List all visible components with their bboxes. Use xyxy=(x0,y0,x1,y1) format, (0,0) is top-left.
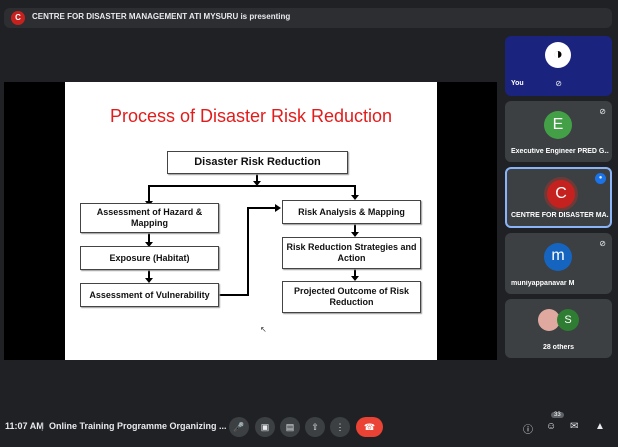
people-button[interactable]: ☺ xyxy=(546,421,556,432)
others-count: 28 others xyxy=(542,344,575,351)
more-options-button[interactable]: ⋮ xyxy=(330,417,350,437)
box-exposure: Exposure (Habitat) xyxy=(80,246,219,270)
people-count-badge: 33 xyxy=(551,412,564,418)
meeting-title: Online Training Programme Organizing ... xyxy=(49,421,227,431)
box-vulnerability: Assessment of Vulnerability xyxy=(80,283,219,307)
presentation-slide: Process of Disaster Risk Reduction Disas… xyxy=(65,82,437,360)
chat-button[interactable]: ✉ xyxy=(570,421,578,432)
mic-off-icon: ⊘ xyxy=(555,79,562,88)
box-hazard-assessment: Assessment of Hazard & Mapping xyxy=(80,203,219,233)
info-icon: ⓘ xyxy=(523,425,533,436)
end-call-button[interactable]: ☎ xyxy=(356,417,383,437)
slide-title: Process of Disaster Risk Reduction xyxy=(109,106,393,126)
mic-off-icon: ⊘ xyxy=(599,107,606,116)
flowchart-arrows xyxy=(145,173,359,296)
speaking-indicator-icon: ● xyxy=(595,173,606,184)
present-icon: ⇧ xyxy=(311,422,319,432)
mouse-cursor-icon: ↖ xyxy=(260,325,267,334)
present-button[interactable]: ⇧ xyxy=(305,417,325,437)
self-camera-icon: ◑ xyxy=(545,42,571,68)
others-tile[interactable]: S 28 others xyxy=(505,299,612,358)
avatar: S xyxy=(557,309,579,331)
participant-tile[interactable]: ⊘ m muniyappanavar M xyxy=(505,233,612,294)
captions-button[interactable]: ▤ xyxy=(280,417,300,437)
box-disaster-risk-reduction: Disaster Risk Reduction xyxy=(167,151,348,174)
separator: | xyxy=(41,421,44,431)
mic-off-icon: ⊘ xyxy=(599,239,606,248)
microphone-icon: 🎤 xyxy=(233,422,245,432)
camera-icon: ▣ xyxy=(260,422,270,432)
captions-icon: ▤ xyxy=(285,422,295,432)
box-risk-analysis: Risk Analysis & Mapping xyxy=(282,200,421,224)
end-call-icon: ☎ xyxy=(363,422,376,432)
meeting-controls-bar: 11:07 AM | Online Training Programme Org… xyxy=(0,408,618,447)
avatar: m xyxy=(544,243,572,271)
meeting-details-button[interactable]: ⓘ xyxy=(523,421,533,436)
participant-name: muniyappanavar M xyxy=(511,280,575,287)
microphone-button[interactable]: 🎤 xyxy=(229,417,249,437)
presenting-banner: C CENTRE FOR DISASTER MANAGEMENT ATI MYS… xyxy=(4,8,612,28)
participant-name: You xyxy=(511,80,524,87)
participant-name: CENTRE FOR DISASTER MA... xyxy=(511,212,609,219)
box-risk-reduction-strategies: Risk Reduction Strategies and Action xyxy=(282,237,421,269)
participant-tile[interactable]: ⊘ E Executive Engineer PRED G... xyxy=(505,101,612,162)
chat-icon: ✉ xyxy=(570,421,579,432)
people-icon: ☺ xyxy=(546,421,557,432)
box-projected-outcome: Projected Outcome of Risk Reduction xyxy=(282,281,421,313)
participant-tile-you[interactable]: ◑ You ⊘ xyxy=(505,36,612,96)
camera-button[interactable]: ▣ xyxy=(255,417,275,437)
more-vert-icon: ⋮ xyxy=(335,422,345,432)
participant-name: Executive Engineer PRED G... xyxy=(511,148,609,155)
meeting-time: 11:07 AM xyxy=(5,421,44,431)
activities-icon: ▲ xyxy=(595,421,605,432)
participant-tile-speaking[interactable]: ● C CENTRE FOR DISASTER MA... xyxy=(505,167,612,228)
participant-photo xyxy=(538,309,560,331)
presenter-avatar: C xyxy=(11,11,25,25)
activities-button[interactable]: ▲ xyxy=(595,421,605,432)
avatar: C xyxy=(544,177,578,211)
presenting-text: CENTRE FOR DISASTER MANAGEMENT ATI MYSUR… xyxy=(32,12,291,21)
avatar: E xyxy=(544,111,572,139)
